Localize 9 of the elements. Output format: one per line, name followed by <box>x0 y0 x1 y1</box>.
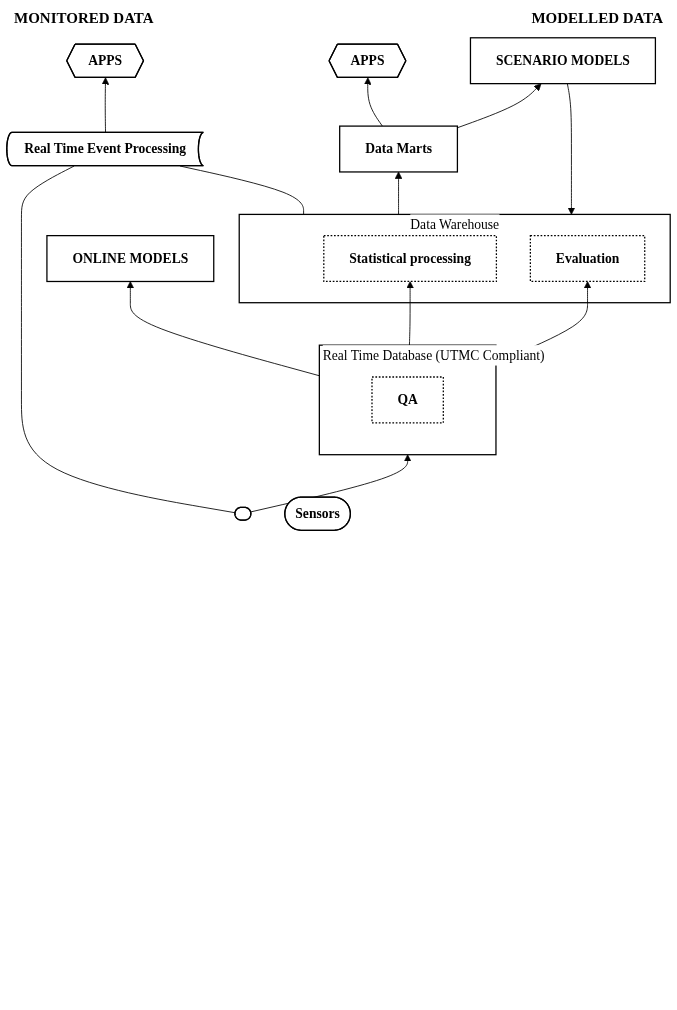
node-box: Evaluation <box>529 235 646 283</box>
node-box: SCENARIO MODELS <box>469 37 657 85</box>
node-box: Data Marts <box>339 125 459 173</box>
node-box: Statistical processing <box>323 235 498 283</box>
node-box: QA <box>371 376 444 424</box>
section-heading: MODELLED DATA <box>531 10 663 27</box>
section-heading: MONITORED DATA <box>14 10 154 27</box>
connector <box>21 165 236 514</box>
node-box: ONLINE MODELS <box>46 235 215 283</box>
